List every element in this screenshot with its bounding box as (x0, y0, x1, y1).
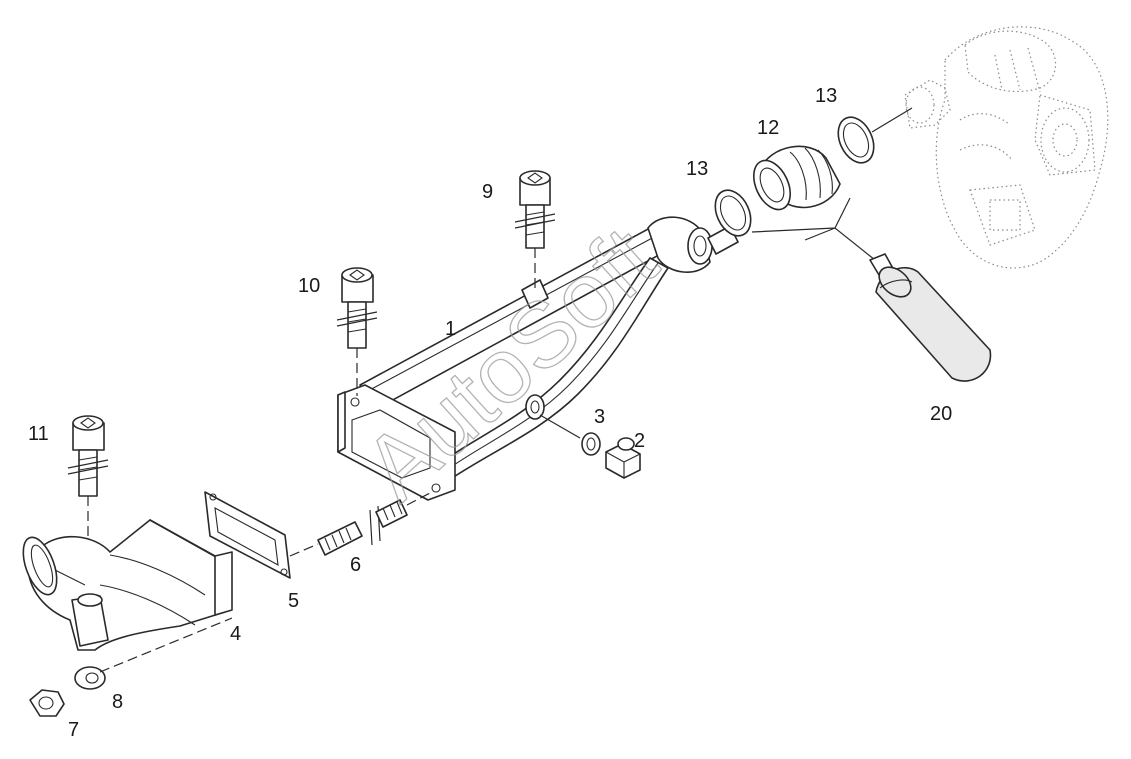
callout-6: 6 (350, 554, 361, 576)
bolt-11 (67, 415, 109, 600)
bolt-10 (336, 267, 378, 396)
seal-ring-3 (539, 414, 601, 456)
nut-7 (29, 689, 65, 717)
callout-9: 9 (482, 181, 493, 203)
callout-7: 7 (68, 719, 79, 741)
plug-2 (605, 437, 641, 479)
washer-8 (74, 666, 106, 690)
stud-centerline (99, 617, 233, 673)
damper-6 (317, 491, 433, 556)
tool-20-leaders (751, 197, 881, 265)
callout-4: 4 (230, 623, 241, 645)
callout-20: 20 (930, 403, 952, 425)
sleeve-12 (753, 145, 841, 211)
ring-13-lower (714, 189, 752, 237)
callout-13-lower: 13 (686, 158, 708, 180)
callout-12: 12 (757, 117, 779, 139)
bolt-9 (514, 170, 556, 288)
gasket-5 (204, 491, 319, 579)
callout-3: 3 (594, 406, 605, 428)
elbow-4 (22, 519, 233, 651)
callout-1: 1 (445, 318, 456, 340)
callout-2: 2 (634, 430, 645, 452)
callout-11: 11 (28, 423, 49, 445)
turbocharger-outline (904, 26, 1109, 269)
callout-13-upper: 13 (815, 85, 837, 107)
ring-13-upper (837, 107, 913, 164)
lubricant-tube-20 (869, 253, 992, 382)
callout-8: 8 (112, 691, 123, 713)
oil-line-assembly (337, 216, 739, 501)
callout-10: 10 (298, 275, 320, 297)
callout-5: 5 (288, 590, 299, 612)
